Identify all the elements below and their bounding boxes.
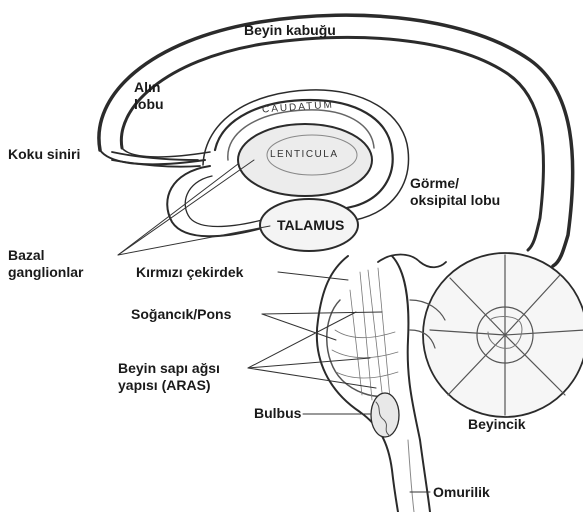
leader-pons-1 bbox=[262, 314, 336, 340]
brainstem-outline-front bbox=[317, 256, 398, 512]
tectum bbox=[378, 255, 446, 268]
label-red-nucleus: Kırmızı çekirdek bbox=[136, 264, 243, 281]
label-aras-2: yapısı (ARAS) bbox=[118, 377, 211, 394]
label-cortex: Beyin kabuğu bbox=[244, 22, 336, 39]
spinal-cord-center bbox=[408, 440, 414, 512]
talamus-text: TALAMUS bbox=[277, 217, 344, 234]
label-aras-1: Beyin sapı ağsı bbox=[118, 360, 220, 377]
label-basal-2: ganglionlar bbox=[8, 264, 83, 281]
label-basal-1: Bazal bbox=[8, 247, 45, 264]
label-occipital-2: oksipital lobu bbox=[410, 192, 500, 209]
label-frontal-2: lobu bbox=[134, 96, 164, 113]
brainstem-outline-back bbox=[392, 256, 430, 512]
leader-bazal-3 bbox=[118, 226, 270, 255]
label-spinal-cord: Omurilik bbox=[433, 484, 490, 501]
label-frontal-1: Alın bbox=[134, 79, 160, 96]
label-occipital-1: Görme/ bbox=[410, 175, 459, 192]
label-cerebellum: Beyincik bbox=[468, 416, 526, 433]
cerebellum-shape bbox=[423, 253, 583, 417]
brainstem-fibers-2 bbox=[332, 330, 398, 378]
leader-red-nucleus bbox=[278, 272, 348, 280]
leader-aras-1 bbox=[248, 312, 356, 368]
bulbus-olive bbox=[371, 393, 399, 437]
label-olfactory: Koku siniri bbox=[8, 146, 80, 163]
label-bulbus: Bulbus bbox=[254, 405, 301, 422]
temporal-loop-inner bbox=[185, 176, 262, 227]
lenticula-text: LENTICULA bbox=[270, 149, 339, 160]
leader-bazal-1 bbox=[118, 164, 238, 255]
leader-aras-2 bbox=[248, 358, 370, 368]
label-pons: Soğancık/Pons bbox=[131, 306, 231, 323]
